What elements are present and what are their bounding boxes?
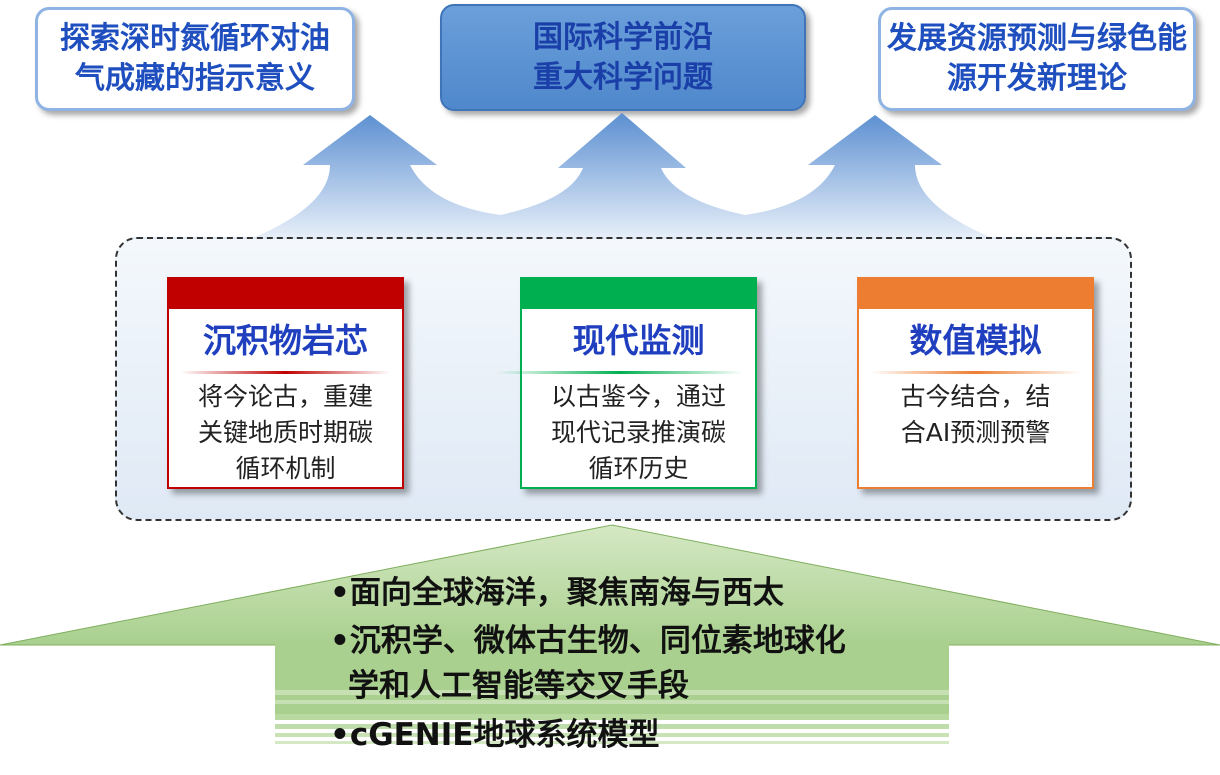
goal-box-left: 探索深时氮循环对油气成藏的指示意义: [35, 7, 355, 111]
card-body: 以古鉴今，通过现代记录推演碳循环历史: [550, 382, 726, 483]
card-modern-monitoring: 现代监测 以古鉴今，通过现代记录推演碳循环历史: [497, 277, 757, 489]
bullet-1: •面向全球海洋，聚焦南海与西太: [330, 575, 784, 611]
card-header-bar: [859, 279, 1092, 309]
arrow-shape: [255, 113, 990, 237]
card-divider: [181, 371, 390, 374]
card-title: 沉积物岩芯: [203, 321, 368, 360]
goal-box-right: 发展资源预测与绿色能源开发新理论: [878, 7, 1196, 111]
card-divider: [871, 371, 1080, 374]
shaft-inner-stripes: [275, 690, 949, 704]
bullet-2-cont: 学和人工智能等交叉手段: [348, 668, 689, 704]
card-title: 数值模拟: [909, 321, 1042, 360]
card-numerical-simulation: 数值模拟 古今结合，结合AI预测预警: [857, 277, 1094, 489]
card-header-bar: [169, 279, 402, 309]
card-title: 现代监测: [572, 321, 705, 360]
arrow-stripes: [275, 714, 949, 744]
goal-right-text: 发展资源预测与绿色能源开发新理论: [887, 21, 1187, 96]
card-divider: [497, 371, 743, 374]
card-body: 古今结合，结合AI预测预警: [900, 382, 1051, 447]
card-sediment-core: 沉积物岩芯 将今论古，重建关键地质时期碳循环机制: [167, 277, 404, 489]
goal-left-text: 探索深时氮循环对油气成藏的指示意义: [60, 21, 330, 96]
goal-box-center: 国际科学前沿重大科学问题: [440, 4, 806, 111]
bullet-3: •cGENIE地球系统模型: [330, 717, 660, 753]
card-header-bar: [522, 279, 755, 309]
bullet-2: •沉积学、微体古生物、同位素地球化: [330, 623, 846, 659]
card-body: 将今论古，重建关键地质时期碳循环机制: [197, 382, 373, 483]
goal-center-text: 国际科学前沿重大科学问题: [533, 19, 713, 95]
